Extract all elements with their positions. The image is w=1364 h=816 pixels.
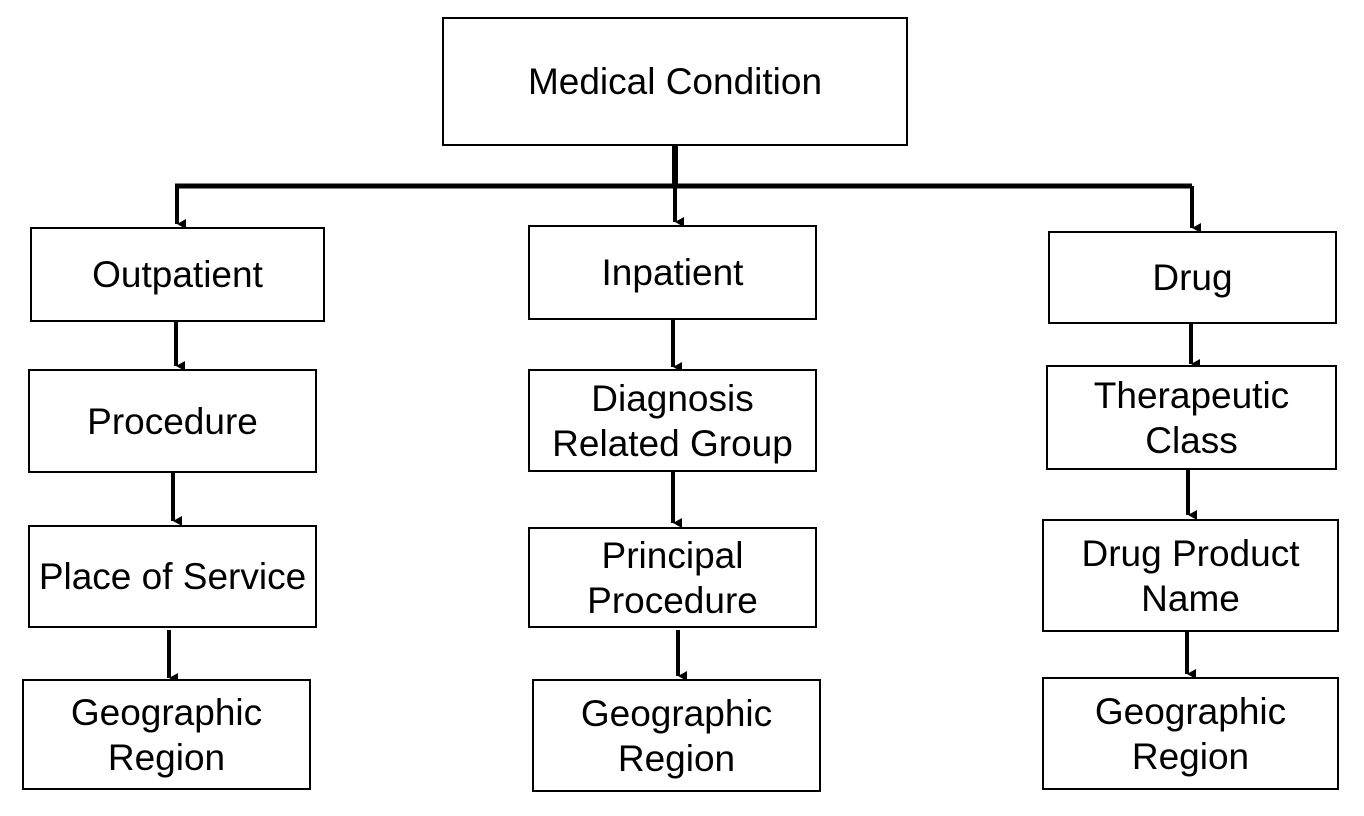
inpatient-node: Inpatient (528, 225, 817, 320)
drug-therapeutic-class-node: Therapeutic Class (1046, 365, 1337, 470)
outpatient-place-of-service-node: Place of Service (28, 525, 317, 628)
inpatient-principal-procedure-label: Principal Procedure (587, 534, 758, 621)
outpatient-geographic-region-node: Geographic Region (22, 679, 311, 790)
outpatient-node: Outpatient (30, 227, 325, 322)
inpatient-diagnosis-related-group-node: Diagnosis Related Group (528, 369, 817, 472)
drug-geographic-region-label: Geographic Region (1094, 690, 1287, 777)
inpatient-diagnosis-related-group-label: Diagnosis Related Group (552, 377, 793, 464)
outpatient-procedure-node: Procedure (28, 369, 317, 473)
inpatient-geographic-region-node: Geographic Region (532, 679, 821, 792)
outpatient-geographic-region-label: Geographic Region (70, 691, 263, 778)
drug-geographic-region-node: Geographic Region (1042, 677, 1339, 790)
drug-label: Drug (1152, 257, 1233, 298)
drug-product-name-label: Drug Product Name (1081, 532, 1300, 619)
drug-node: Drug (1048, 231, 1337, 324)
medical-condition-label: Medical Condition (527, 61, 823, 102)
outpatient-procedure-label: Procedure (87, 400, 258, 442)
medical-condition-node: Medical Condition (442, 17, 908, 146)
inpatient-geographic-region-label: Geographic Region (580, 692, 773, 779)
drug-product-name-node: Drug Product Name (1042, 519, 1339, 632)
inpatient-principal-procedure-node: Principal Procedure (528, 527, 817, 628)
outpatient-place-of-service-label: Place of Service (38, 556, 307, 597)
drug-therapeutic-class-label: Therapeutic Class (1093, 374, 1290, 461)
inpatient-label: Inpatient (601, 252, 744, 293)
outpatient-label: Outpatient (92, 254, 263, 295)
